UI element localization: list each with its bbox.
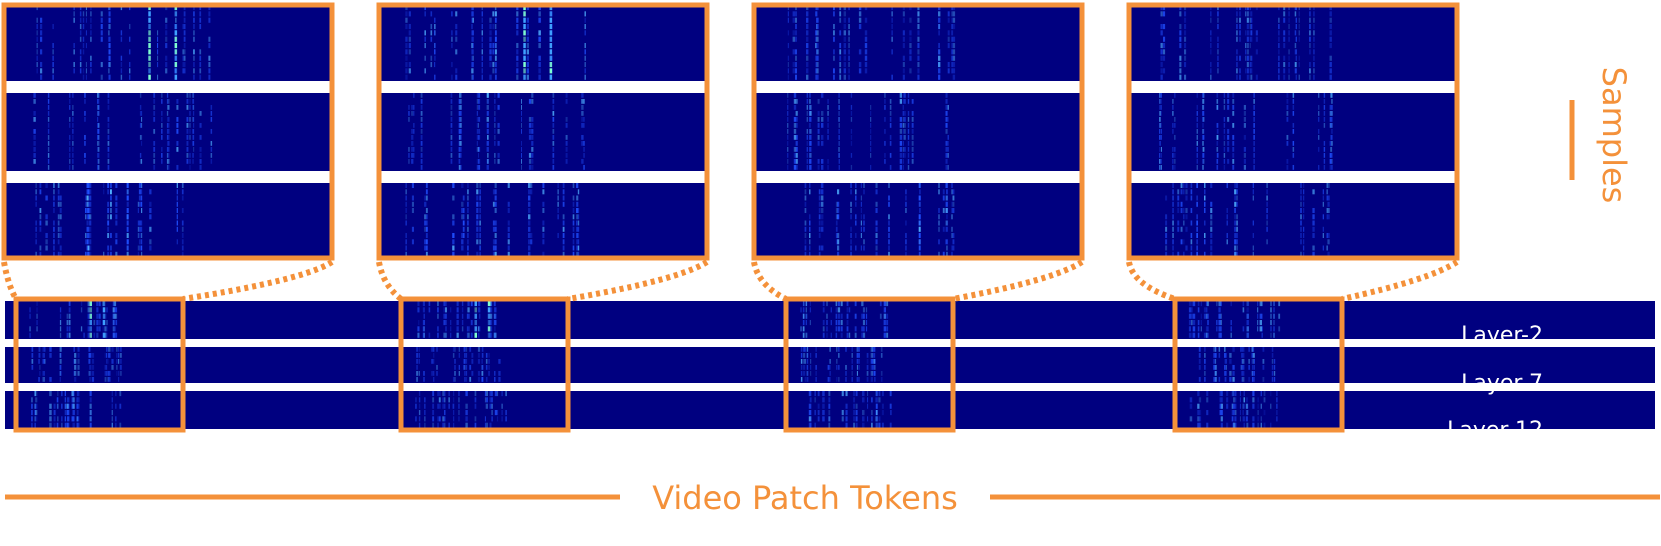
layer-7-label: Layer-7 [1461,371,1543,396]
zoom-panel-frame [1,2,335,261]
zoom-panel-frame [1126,2,1460,261]
zoom-panel-frame [751,2,1085,261]
zoom-region-box-1 [13,296,186,433]
zoom-panel-2 [376,2,710,261]
zoom-panel-frame [376,2,710,261]
connector-right-4 [1341,259,1459,302]
layer-12-label: Layer-12 [1447,418,1543,443]
heatmap-strip-3 [5,391,1655,429]
connector-left-1 [1,261,19,301]
zoom-region-box-2 [398,296,571,433]
zoom-connectors [1,259,1459,302]
y-axis-label: Samples [1595,67,1633,204]
connector-right-3 [952,259,1084,302]
zoom-region-boxes [13,296,1345,433]
heatmap-strip-1 [5,301,1655,339]
connector-left-4 [1126,261,1176,302]
connector-right-2 [567,259,709,302]
x-axis-label: Video Patch Tokens [652,479,958,517]
zoom-panel-3 [751,2,1085,261]
zoom-panel-4 [1126,2,1460,261]
connector-left-2 [376,261,403,302]
layer-2-label: Layer-2 [1461,323,1543,348]
heatmap-strip-2 [5,347,1655,383]
connector-left-3 [751,261,788,302]
zoom-region-box-3 [783,296,956,433]
layer-heatmap-strips [5,301,1655,429]
zoom-panels [1,2,1460,261]
zoom-panel-1 [1,2,335,261]
zoom-region-box-4 [1172,296,1345,433]
connector-right-1 [182,259,334,302]
